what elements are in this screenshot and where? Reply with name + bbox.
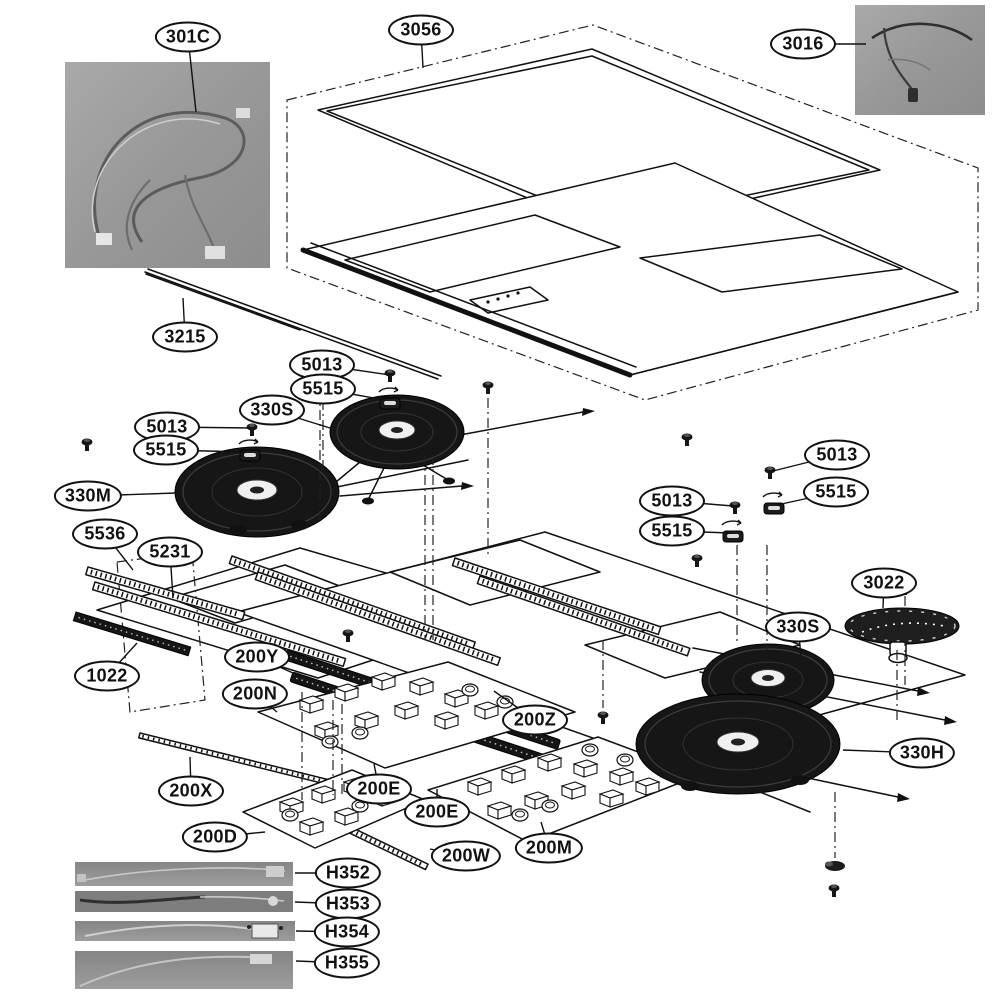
burner-coil-330h <box>635 693 841 813</box>
part-callout-5013: 5013 <box>639 485 705 517</box>
part-callout-h355: H355 <box>313 947 381 979</box>
part-callout-5231: 5231 <box>137 536 203 568</box>
part-callout-5515: 5515 <box>639 515 705 547</box>
part-callout-200y: 200Y <box>224 641 290 673</box>
part-callout-200w: 200W <box>430 840 502 872</box>
part-callout-5515: 5515 <box>290 373 356 405</box>
part-callout-200x: 200X <box>158 775 224 807</box>
part-callout-3215: 3215 <box>152 321 218 353</box>
harness-photo-h355 <box>75 951 293 989</box>
part-callout-1022: 1022 <box>74 660 140 692</box>
trim-strip-3215 <box>144 268 442 380</box>
part-callout-200e: 200E <box>346 773 412 805</box>
part-callout-5515: 5515 <box>803 476 869 508</box>
part-callout-3022: 3022 <box>851 567 917 599</box>
part-callout-3016: 3016 <box>770 28 836 60</box>
part-callout-330s: 330S <box>765 611 831 643</box>
wire-harness-photo-301c <box>65 62 270 268</box>
part-callout-200m: 200M <box>514 832 584 864</box>
harness-photo-h353 <box>75 891 293 912</box>
wire-photo-3016 <box>855 5 985 115</box>
part-callout-330s: 330S <box>239 394 305 426</box>
part-callout-h352: H352 <box>314 857 382 889</box>
part-callout-200e: 200E <box>404 796 470 828</box>
part-callout-330h: 330H <box>888 737 956 769</box>
plate-3022 <box>844 607 960 664</box>
part-callout-h354: H354 <box>313 916 381 948</box>
part-callout-3056: 3056 <box>388 14 454 46</box>
part-callout-200z: 200Z <box>502 704 568 736</box>
part-callout-301c: 301C <box>154 21 222 53</box>
part-callout-h353: H353 <box>314 888 382 920</box>
pcb-200n <box>257 661 576 769</box>
glass-top-assembly <box>286 24 979 446</box>
part-callout-200n: 200N <box>221 678 289 710</box>
part-callout-200d: 200D <box>181 821 249 853</box>
part-callout-5536: 5536 <box>72 518 138 550</box>
part-callout-330m: 330M <box>53 480 123 512</box>
fasteners <box>81 354 911 897</box>
burner-coil-330s-top <box>324 394 595 505</box>
harness-photo-h354 <box>75 921 295 941</box>
part-callout-5013: 5013 <box>804 439 870 471</box>
part-callout-5515: 5515 <box>133 434 199 466</box>
harness-photo-h352 <box>75 862 293 886</box>
